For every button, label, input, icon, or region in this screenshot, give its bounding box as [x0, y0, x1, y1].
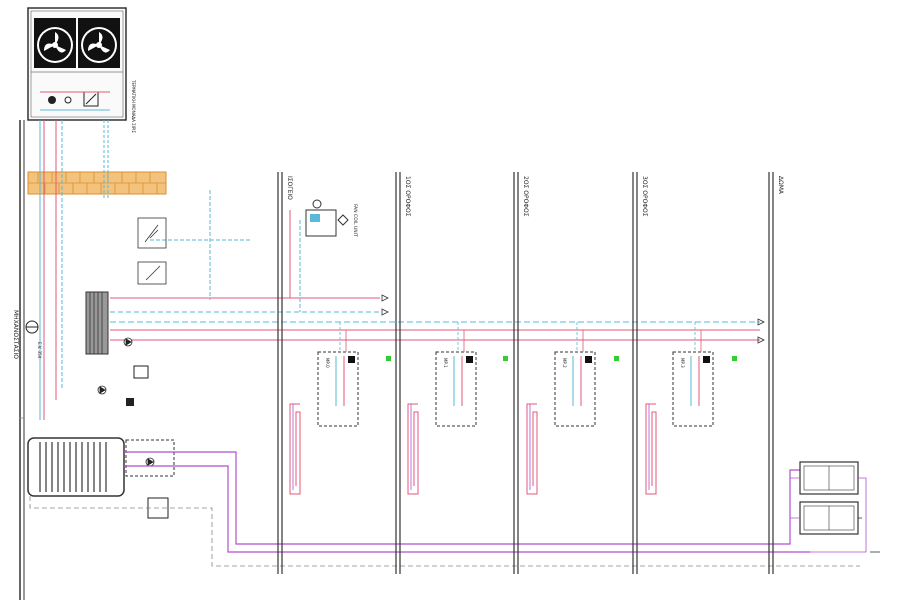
fan-coil-label: FAN COIL UNIT	[352, 204, 358, 237]
outdoor-unit: ΤΕΡΜΑΤΙΚΗ ΜΟΝΑΔΑ ΣΙΡΙΣ	[27, 7, 136, 133]
return-pipes-grey	[18, 417, 860, 567]
boiler-tank-icon	[27, 437, 125, 497]
fan-coil-unit: FAN COIL UNIT	[305, 199, 358, 237]
floor-label-3: 3ΟΣ ΟΡΟΦΟΣ	[641, 176, 648, 217]
floor-manifold-0: ΜΡ.0	[289, 351, 391, 495]
floor-manifold-3: ΜΡ.3	[645, 351, 737, 495]
fan-icon	[34, 18, 76, 68]
fan-icon	[78, 18, 120, 68]
floor-label-ground: ΙΣΟΓΕΙΟ	[286, 176, 293, 200]
svg-text:E.V. 35lt: E.V. 35lt	[37, 342, 42, 359]
svg-text:ΜΡ.3: ΜΡ.3	[680, 358, 685, 368]
controller-icon	[133, 365, 149, 379]
svg-text:ΜΡ.2: ΜΡ.2	[562, 358, 567, 368]
svg-text:ΜΡ.1: ΜΡ.1	[443, 358, 448, 368]
heat-exchanger-icon	[85, 291, 109, 355]
floor-manifold-1: ΜΡ.1	[407, 351, 508, 495]
distribution-headers	[110, 190, 760, 341]
floor-label-roof: ΔΩΜΑ	[777, 176, 784, 195]
dhw-pipes	[124, 451, 810, 553]
floor-label-2: 2ΟΣ ΟΡΟΦΟΣ	[522, 176, 529, 217]
solar-collector-icon	[799, 461, 859, 495]
controller-icon	[137, 217, 167, 285]
engine-room-label: ΜΗΧΑΝΟΣΤΑΣΙΟ	[12, 310, 19, 359]
expansion-vessel: E.V. 35lt	[25, 320, 42, 359]
solar-loop	[789, 477, 880, 553]
dhw-control-box	[125, 439, 175, 477]
floor-manifold-2: ΜΡ.2	[526, 351, 619, 495]
floor-risers	[277, 172, 774, 574]
floor-label-1: 1ΟΣ ΟΡΟΦΟΣ	[404, 176, 411, 217]
wall-insulation-band	[27, 171, 167, 195]
header-terminals	[381, 294, 765, 344]
svg-text:ΜΡ.0: ΜΡ.0	[325, 358, 330, 368]
manifold-feeds	[339, 322, 702, 352]
pump-icon	[97, 337, 155, 467]
sensor-block	[126, 398, 134, 406]
solar-collector-icon	[799, 501, 859, 535]
heat-pump-pipes	[39, 120, 109, 420]
outdoor-unit-label: ΤΕΡΜΑΤΙΚΗ ΜΟΝΑΔΑ ΣΙΡΙΣ	[131, 79, 136, 133]
